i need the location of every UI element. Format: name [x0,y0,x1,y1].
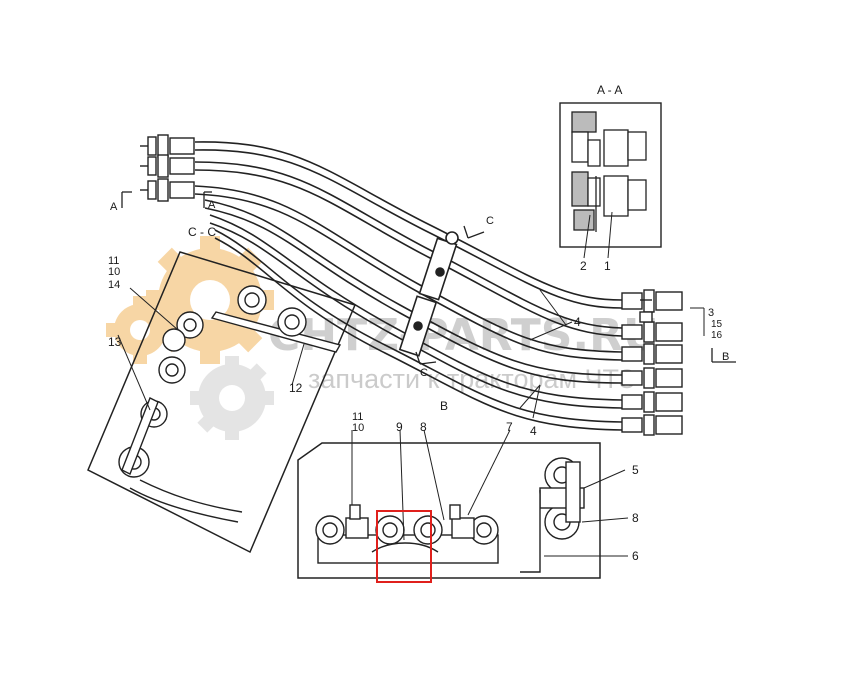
view-b [297,429,629,579]
callout-cc-14: 14 [108,279,120,291]
callout-b-8: 8 [420,420,427,434]
callout-cc-11: 11 [108,255,119,267]
left-fittings [140,134,195,202]
bundle-clamps [398,231,459,357]
section-aa [559,102,662,259]
callout-aa-1: 1 [604,259,611,273]
watermark-gear-grey-icon [190,356,274,440]
callout-hose-4b: 4 [530,424,537,438]
highlight-box [376,510,432,583]
cut-label-a-left: A [110,201,118,213]
section-cc [87,251,357,554]
callout-side-5: 5 [632,463,639,477]
callout-hose-4a: 4 [574,315,581,329]
callout-cc-12: 12 [289,381,303,395]
cut-label-a-right: A [208,199,216,211]
callout-side-8: 8 [632,511,639,525]
section-cc-title: C - C [188,225,216,239]
cut-markers [121,191,736,365]
callout-b-9: 9 [396,420,403,434]
section-aa-title: A - A [597,83,622,97]
cut-label-c-top: C [486,215,494,227]
callout-b-7: 7 [506,420,513,434]
callout-side-6: 6 [632,549,639,563]
callout-b-10: 10 [352,422,364,434]
callout-cc-13: 13 [108,335,122,349]
callout-right-3: 3 [708,307,714,319]
view-b-frame [297,442,601,579]
callout-right-16: 16 [711,330,723,341]
callout-b-11: 11 [352,411,363,423]
cut-label-b: B [722,351,729,363]
callout-aa-2: 2 [580,259,587,273]
watermark-brand: CHTZ-PARTS.RU [268,310,659,361]
view-b-title: B [440,399,448,413]
callout-right-15: 15 [711,319,723,330]
right-fittings [621,289,683,436]
callout-cc-10: 10 [108,266,120,278]
section-cc-frame [87,251,357,554]
cut-label-c-bottom: C [420,367,428,379]
